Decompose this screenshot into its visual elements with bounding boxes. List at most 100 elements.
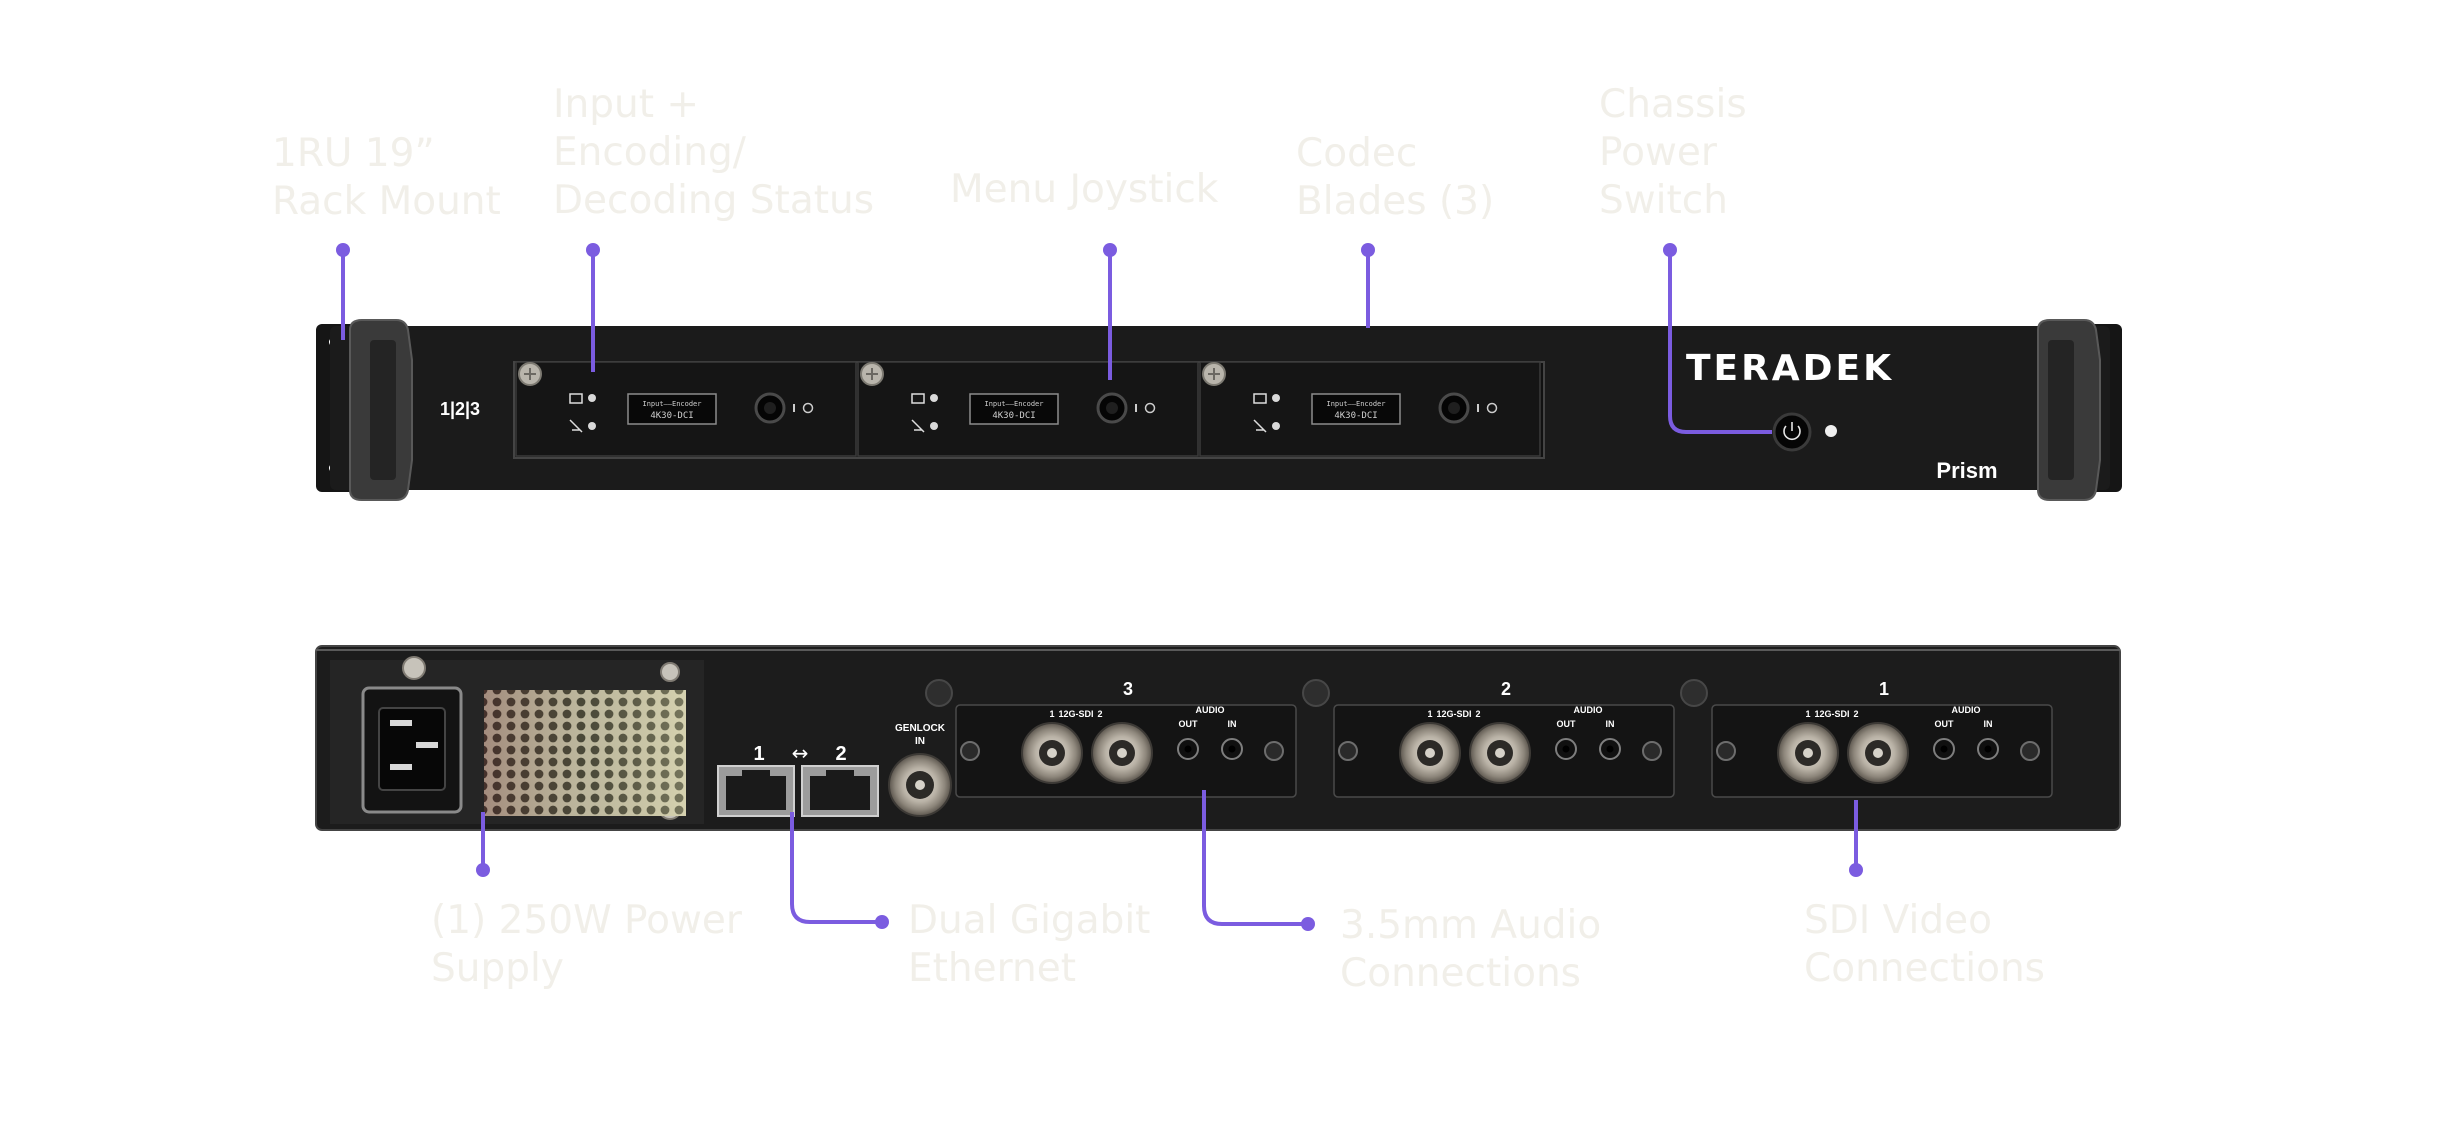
callout-dot	[1103, 243, 1117, 257]
leader-dots	[336, 243, 1863, 931]
callout-audio: 3.5mm Audio Connections	[1340, 903, 1602, 996]
refresh-icon	[1144, 402, 1156, 414]
screw	[402, 656, 426, 680]
sdi-1-label: 1	[1427, 709, 1432, 719]
slot-numbers: 1|2|3	[440, 399, 480, 419]
audio-out-label: OUT	[1557, 719, 1577, 729]
power-button[interactable]	[1772, 412, 1812, 452]
status-led	[1272, 422, 1280, 430]
leader-ethernet	[790, 812, 882, 924]
blade-screw	[1338, 741, 1358, 761]
sdi-1-label: 1	[1805, 709, 1810, 719]
callout-ethernet: Dual Gigabit Ethernet	[908, 898, 1151, 991]
status-led	[1272, 394, 1280, 402]
front-blade-1[interactable]: Input——Encoder 4K30-DCI	[515, 361, 857, 457]
power-icon	[1783, 422, 1801, 441]
model-name: Prism	[1936, 458, 1997, 483]
status-led	[588, 422, 596, 430]
screw	[660, 662, 680, 682]
rear-blade-number: 3	[1123, 679, 1133, 699]
power-led	[1825, 425, 1837, 437]
sdi-1-label: 1	[1049, 709, 1054, 719]
standoff-screw	[1302, 679, 1330, 707]
sdi-2-label: 2	[1097, 709, 1102, 719]
blade-screen-bottom: 4K30-DCI	[1334, 411, 1377, 421]
blade-screen-top: Input——Encoder	[642, 400, 701, 408]
sdi-type-label: 12G-SDI	[1058, 709, 1093, 719]
leader-lines	[341, 250, 1858, 926]
blade-screen-bottom: 4K30-DCI	[992, 411, 1035, 421]
audio-out-label: OUT	[1179, 719, 1199, 729]
audio-in-label: IN	[1984, 719, 1993, 729]
blade-screw	[960, 741, 980, 761]
genlock-label-in: IN	[915, 736, 925, 747]
camera-status-icon	[569, 393, 583, 404]
rear-blade-1: 1 1 12G-SDI 2 AUDIO OUT IN	[1711, 679, 2053, 798]
audio-out-label: OUT	[1935, 719, 1955, 729]
encoding-status-icon	[1253, 419, 1267, 433]
rear-blade-3: 3 1 12G-SDI 2 AUDIO OUT IN	[955, 679, 1297, 798]
blade-screw	[1264, 741, 1284, 761]
callout-status: Input + Encoding/ Decoding Status	[553, 82, 875, 223]
blade-screen-top: Input——Encoder	[1326, 400, 1385, 408]
callout-codec-blades: Codec Blades (3)	[1296, 131, 1495, 224]
status-led	[930, 422, 938, 430]
callout-dot	[1361, 243, 1375, 257]
rear-panel: 1 ↔ 2 GENLOCK IN 3 1 12G-SDI 2	[315, 645, 2121, 831]
callout-dot	[476, 863, 490, 877]
front-blade-2[interactable]: Input——Encoder 4K30-DCI	[857, 361, 1199, 457]
front-panel: 1|2|3 Input——Encoder 4K30-DCI	[316, 319, 2122, 501]
audio-label: AUDIO	[1196, 705, 1225, 715]
encoding-status-icon	[569, 419, 583, 433]
standoff-screw	[1680, 679, 1708, 707]
callout-joystick: Menu Joystick	[950, 167, 1219, 212]
sdi-type-label: 12G-SDI	[1436, 709, 1471, 719]
callout-dot	[1301, 917, 1315, 931]
eth-link-arrow: ↔	[792, 741, 809, 765]
blade-screen	[1311, 393, 1401, 425]
callout-dot	[875, 915, 889, 929]
blade-screen-bottom: 4K30-DCI	[650, 411, 693, 421]
audio-label: AUDIO	[1574, 705, 1603, 715]
camera-status-icon	[1253, 393, 1267, 404]
audio-in-label: IN	[1228, 719, 1237, 729]
callout-power-switch: Chassis Power Switch	[1599, 82, 1747, 223]
rear-blade-2: 2 1 12G-SDI 2 AUDIO OUT IN	[1333, 679, 1675, 798]
audio-in-label: IN	[1606, 719, 1615, 729]
blade-screw	[2020, 741, 2040, 761]
leader-audio	[1202, 790, 1308, 926]
blade-screen	[969, 393, 1059, 425]
sdi-type-label: 12G-SDI	[1814, 709, 1849, 719]
callout-dot	[1663, 243, 1677, 257]
genlock-label: GENLOCK	[895, 723, 946, 734]
standoff-screw	[925, 679, 953, 707]
callout-dot	[1849, 863, 1863, 877]
rear-blade-number: 2	[1501, 679, 1511, 699]
eth-port-1-label: 1	[753, 743, 764, 765]
front-blade-3[interactable]: Input——Encoder 4K30-DCI	[1199, 361, 1541, 457]
leader-power-switch	[1668, 250, 1772, 434]
callout-power-supply: (1) 250W Power Supply	[431, 898, 742, 991]
callout-rack-mount: 1RU 19” Rack Mount	[272, 131, 501, 224]
callout-dot	[336, 243, 350, 257]
eth-port-2-label: 2	[835, 743, 846, 765]
blade-screen-top: Input——Encoder	[984, 400, 1043, 408]
encoding-status-icon	[911, 419, 925, 433]
refresh-icon	[1486, 402, 1498, 414]
rear-blade-number: 1	[1879, 679, 1889, 699]
blade-screw	[1642, 741, 1662, 761]
brand-logo: TERADEK	[1686, 348, 1894, 389]
status-led	[588, 394, 596, 402]
callout-dot	[586, 243, 600, 257]
status-led	[930, 394, 938, 402]
sdi-2-label: 2	[1475, 709, 1480, 719]
camera-status-icon	[911, 393, 925, 404]
sdi-2-label: 2	[1853, 709, 1858, 719]
callout-sdi: SDI Video Connections	[1804, 898, 2045, 991]
ethernet-port-1[interactable]	[717, 765, 795, 817]
refresh-icon	[802, 402, 814, 414]
blade-screen	[627, 393, 717, 425]
blade-screw	[1716, 741, 1736, 761]
ethernet-port-2[interactable]	[801, 765, 879, 817]
